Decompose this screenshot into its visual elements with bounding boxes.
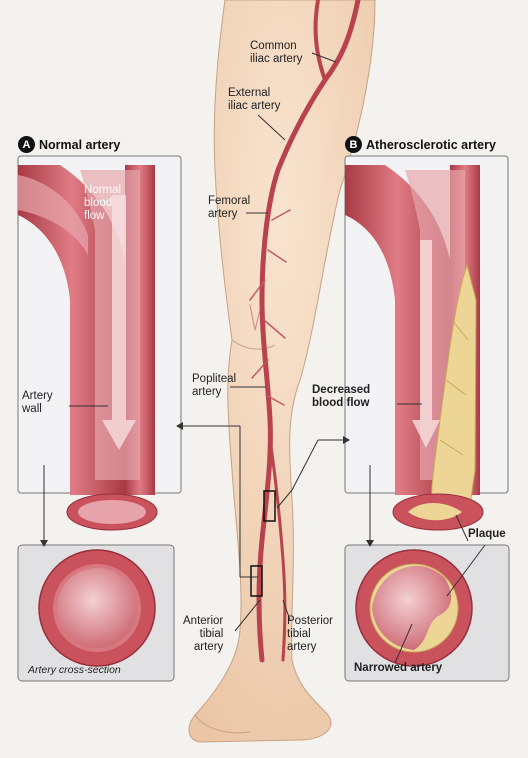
label-narrowed-artery: Narrowed artery	[354, 662, 443, 674]
panel-b-header: B Atherosclerotic artery	[345, 136, 496, 153]
leg-artery	[249, 0, 361, 663]
leg-illustration	[188, 0, 376, 743]
panel-a-badge: A	[18, 136, 35, 153]
panel-a-header: A Normal artery	[18, 136, 120, 153]
narrowed-cross-section	[344, 544, 510, 682]
panel-b-badge: B	[345, 136, 362, 153]
label-plaque: Plaque	[468, 528, 506, 540]
selection-box-lower	[250, 565, 263, 597]
normal-cross-section	[17, 544, 175, 682]
selection-box-upper	[263, 490, 276, 522]
normal-artery-panel	[17, 155, 182, 531]
arrowheads	[40, 422, 374, 547]
leader-lines	[43, 52, 486, 664]
atherosclerotic-artery-panel	[344, 155, 509, 531]
label-artery-cross-section: Artery cross-section	[28, 664, 121, 676]
panel-a-title: Normal artery	[39, 137, 121, 152]
panel-b-title: Atherosclerotic artery	[366, 137, 496, 152]
